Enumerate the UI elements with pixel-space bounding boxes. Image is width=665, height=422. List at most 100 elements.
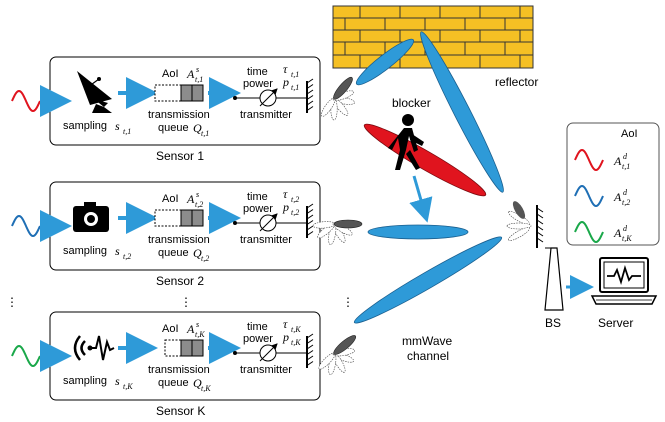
queue-symbol-sub: t,K: [201, 384, 211, 393]
time-label: time: [247, 321, 268, 333]
server-aoi-symbol-symbol: A: [613, 190, 622, 204]
input-signal-wave: [11, 344, 41, 368]
server-signal-wave: [574, 148, 604, 172]
queue-label-line2: queue: [158, 377, 189, 389]
beam-sensor1-to-reflector: [355, 38, 415, 86]
server-label: Server: [598, 316, 633, 330]
bs-label: BS: [545, 316, 561, 330]
time-label: time: [247, 191, 268, 203]
aoi-symbol-sub: t,K: [195, 330, 205, 339]
aoi-symbol-symbol: A: [186, 192, 195, 206]
sampling-symbol-symbol: s: [115, 244, 120, 258]
beam-pattern: [312, 219, 363, 245]
sampling-symbol-sub: t,K: [123, 382, 133, 391]
beam-reflector-to-bs: [420, 31, 504, 193]
audio-sensor-icon: [73, 335, 115, 361]
server-aoi-symbol-symbol: A: [613, 226, 622, 240]
sampling-symbol-sub: t,2: [123, 252, 131, 261]
transmission-queue: [154, 209, 204, 227]
queue-label-line1: transmission: [148, 364, 210, 376]
camera-icon: [73, 202, 109, 232]
blocker-arrow: [409, 175, 433, 223]
sensor-antenna-icon: [306, 203, 314, 238]
time-symbol-symbol: τ: [283, 317, 288, 331]
queue-symbol-symbol: Q: [193, 376, 202, 390]
transmitter-label: transmitter: [240, 109, 292, 121]
transmitter-node: [233, 351, 237, 355]
server-aoi-panel: [566, 122, 660, 246]
transmission-queue: [154, 84, 204, 102]
aoi-label: AoI: [162, 323, 179, 335]
ellipsis-right: ⋮: [342, 295, 354, 309]
queue-label-line1: transmission: [148, 109, 210, 121]
time-symbol-sub: t,2: [291, 195, 299, 204]
aoi-symbol-symbol: A: [186, 67, 195, 81]
time-symbol-sub: t,1: [291, 70, 299, 79]
satellite-dish-icon: [77, 71, 112, 113]
queue-symbol-sub: t,1: [201, 129, 209, 138]
queue-label-line2: queue: [158, 122, 189, 134]
transmission-queue: [164, 339, 204, 357]
power-label: power: [243, 333, 273, 345]
power-symbol-symbol: p: [282, 330, 289, 344]
server-aoi-title: AoI: [621, 128, 638, 140]
channel-label: channel: [407, 349, 449, 363]
sensor-antenna-icon: [306, 78, 314, 113]
server-aoi-symbol-sub: t,2: [622, 198, 630, 207]
transmitter-node: [233, 221, 237, 225]
beams: [353, 31, 504, 324]
transmitter-label: transmitter: [240, 234, 292, 246]
queue-symbol-symbol: Q: [193, 246, 202, 260]
sampling-label: sampling: [63, 120, 107, 132]
power-label: power: [243, 203, 273, 215]
ellipsis-left: ⋮: [6, 295, 18, 309]
time-symbol-symbol: τ: [283, 187, 288, 201]
power-symbol-sub: t,2: [291, 208, 299, 217]
queue-label-line1: transmission: [148, 234, 210, 246]
server-laptop-icon: [590, 257, 658, 305]
queue-label-line2: queue: [158, 247, 189, 259]
sampling-symbol-sub: t,1: [123, 127, 131, 136]
reflector-label: reflector: [495, 75, 538, 89]
bs-antenna-icon: [506, 201, 564, 311]
blocker-person-icon: [388, 114, 424, 170]
time-symbol-symbol: τ: [283, 62, 288, 76]
aoi-label: AoI: [162, 68, 179, 80]
ellipsis-mid: ⋮: [180, 295, 192, 309]
server-aoi-symbol-sup: d: [623, 152, 628, 161]
queue-symbol-sub: t,2: [201, 254, 209, 263]
sensor-name: Sensor 1: [156, 149, 204, 163]
beam-pattern: [321, 76, 355, 121]
beam-sensorK-to-bs: [353, 236, 503, 324]
sensor-name: Sensor 2: [156, 274, 204, 288]
input-signal-wave: [11, 214, 41, 238]
transmitter-node: [233, 96, 237, 100]
power-symbol-symbol: p: [282, 200, 289, 214]
server-aoi-symbol-sub: t,1: [622, 162, 630, 171]
time-label: time: [247, 66, 268, 78]
sampling-label: sampling: [63, 375, 107, 387]
sensor-name: Sensor K: [156, 404, 205, 418]
sampling-label: sampling: [63, 245, 107, 257]
aoi-symbol-sub: t,2: [195, 200, 203, 209]
server-aoi-symbol-sup: d: [623, 224, 628, 233]
blocker-label: blocker: [392, 96, 431, 110]
power-symbol-sub: t,K: [291, 338, 301, 347]
